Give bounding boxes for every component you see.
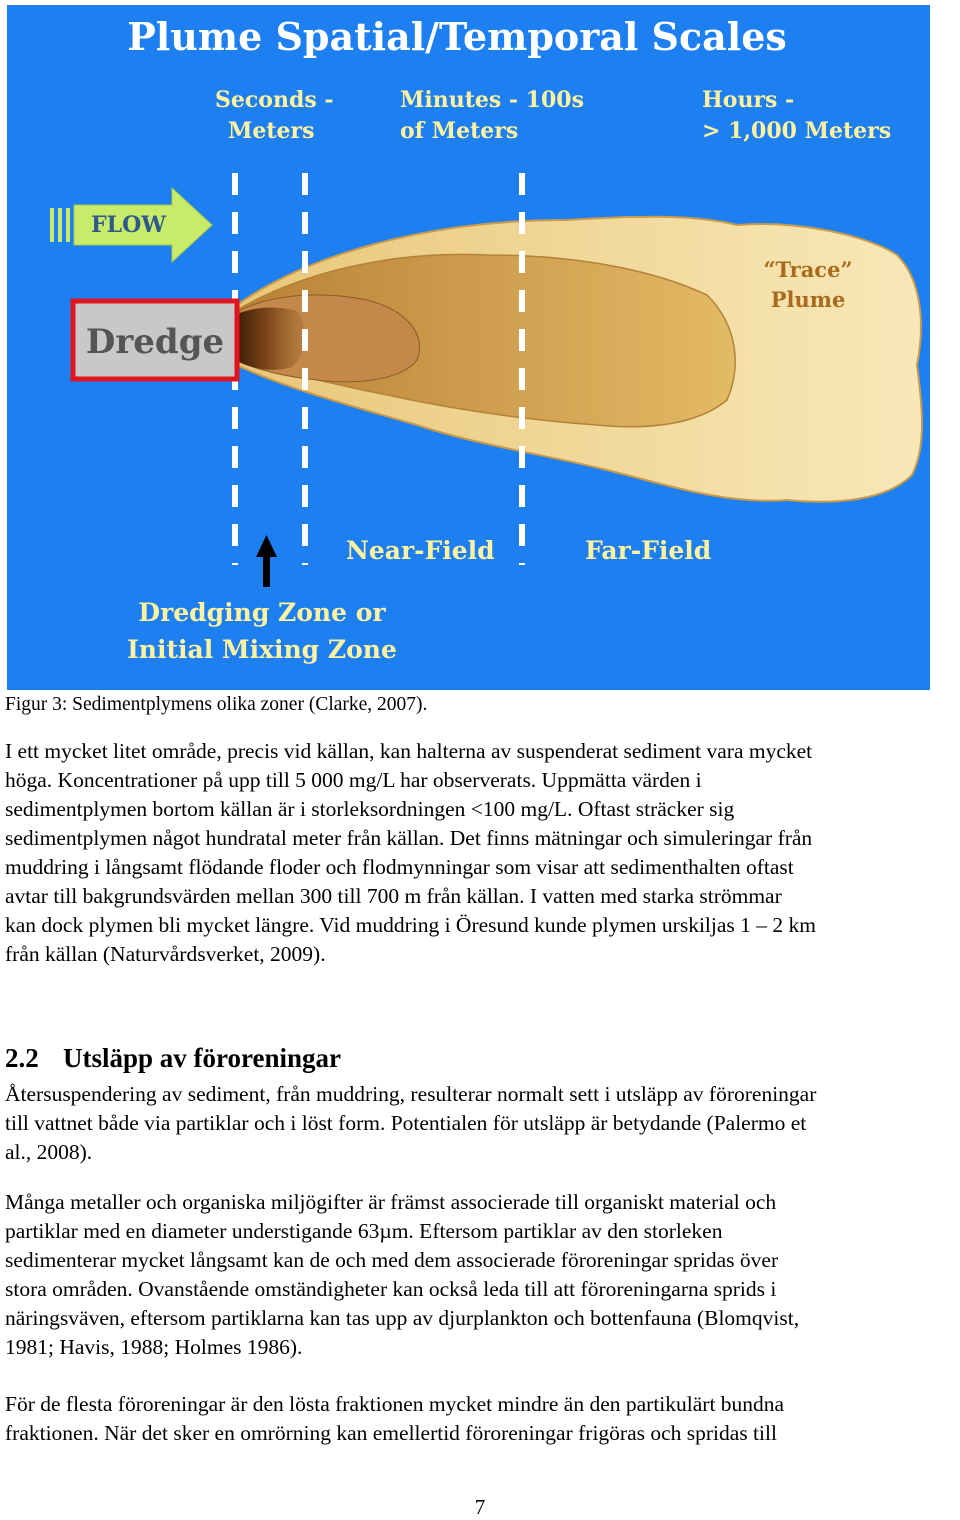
dredge-label: Dredge bbox=[86, 322, 224, 362]
section-heading: 2.2 Utsläpp av föroreningar bbox=[5, 1041, 341, 1075]
paragraph-line: fraktionen. När det sker en omrörning ka… bbox=[5, 1421, 777, 1445]
scale-label-hours-line2: > 1,000 Meters bbox=[702, 118, 891, 144]
trace-plume-label-line2: Plume bbox=[771, 287, 846, 312]
paragraph-line: till vattnet både via partiklar och i lö… bbox=[5, 1111, 807, 1135]
scale-label-seconds-line1: Seconds - bbox=[215, 87, 334, 113]
paragraph-line: muddring i långsamt flödande floder och … bbox=[5, 855, 794, 879]
paragraph-line: Återsuspendering av sediment, från muddr… bbox=[5, 1082, 817, 1106]
up-arrow bbox=[256, 535, 277, 587]
figure-caption: Figur 3: Sedimentplymens olika zoner (Cl… bbox=[5, 694, 428, 715]
paragraph-line: För de flesta föroreningar är den lösta … bbox=[5, 1392, 785, 1416]
paragraph-line: 1981; Havis, 1988; Holmes 1986). bbox=[5, 1335, 303, 1359]
paragraph-4: För de flesta föroreningar är den lösta … bbox=[5, 1390, 784, 1448]
trace-plume-label-line1: “Trace” bbox=[763, 257, 852, 282]
dredging-zone-label-line1: Dredging Zone or bbox=[138, 598, 386, 627]
mid-plume bbox=[236, 253, 736, 428]
section-number: 2.2 bbox=[5, 1043, 39, 1073]
paragraph-line: kan dock plymen bli mycket längre. Vid m… bbox=[5, 913, 817, 937]
scale-label-seconds-line2: Meters bbox=[228, 118, 315, 144]
scale-label-minutes-line1: Minutes - 100s bbox=[400, 87, 584, 113]
dredge-box bbox=[70, 298, 240, 382]
paragraph-line: partiklar med en diameter understigande … bbox=[5, 1219, 723, 1243]
scale-label-minutes-line2: of Meters bbox=[400, 118, 518, 144]
section-title: Utsläpp av föroreningar bbox=[63, 1043, 342, 1073]
paragraph-2: Återsuspendering av sediment, från muddr… bbox=[5, 1080, 816, 1167]
paragraph-line: från källan (Naturvårdsverket, 2009). bbox=[5, 942, 326, 966]
paragraph-1: I ett mycket litet område, precis vid kä… bbox=[5, 737, 816, 969]
flow-arrow: FLOW bbox=[50, 186, 213, 264]
plume-scales-figure: Plume Spatial/Temporal Scales Seconds - … bbox=[7, 5, 930, 690]
near-field-label: Near-Field bbox=[346, 536, 495, 565]
paragraph-line: höga. Koncentrationer på upp till 5 000 … bbox=[5, 768, 702, 792]
page-number: 7 bbox=[474, 1495, 486, 1519]
paragraph-3: Många metaller och organiska miljögifter… bbox=[5, 1188, 799, 1362]
paragraph-line: sedimentplymen något hundratal meter frå… bbox=[5, 826, 813, 850]
paragraph-line: al., 2008). bbox=[5, 1140, 93, 1164]
paragraph-line: sedimenterar mycket långsamt kan de och … bbox=[5, 1248, 779, 1272]
paragraph-line: sedimentplymen bortom källan är i storle… bbox=[5, 797, 735, 821]
far-field-label: Far-Field bbox=[585, 536, 711, 565]
paragraph-line: Många metaller och organiska miljögifter… bbox=[5, 1190, 777, 1214]
paragraph-line: I ett mycket litet område, precis vid kä… bbox=[5, 739, 813, 763]
paragraph-line: avtar till bakgrundsvärden mellan 300 ti… bbox=[5, 884, 782, 908]
flow-label: FLOW bbox=[91, 212, 166, 238]
figure-title: Plume Spatial/Temporal Scales bbox=[127, 14, 787, 59]
paragraph-line: näringsväven, eftersom partiklarna kan t… bbox=[5, 1306, 800, 1330]
scale-label-hours-line1: Hours - bbox=[702, 87, 794, 113]
paragraph-line: stora områden. Ovanstående omständighete… bbox=[5, 1277, 777, 1301]
dredging-zone-label-line2: Initial Mixing Zone bbox=[127, 635, 397, 664]
plume-core bbox=[235, 307, 305, 370]
